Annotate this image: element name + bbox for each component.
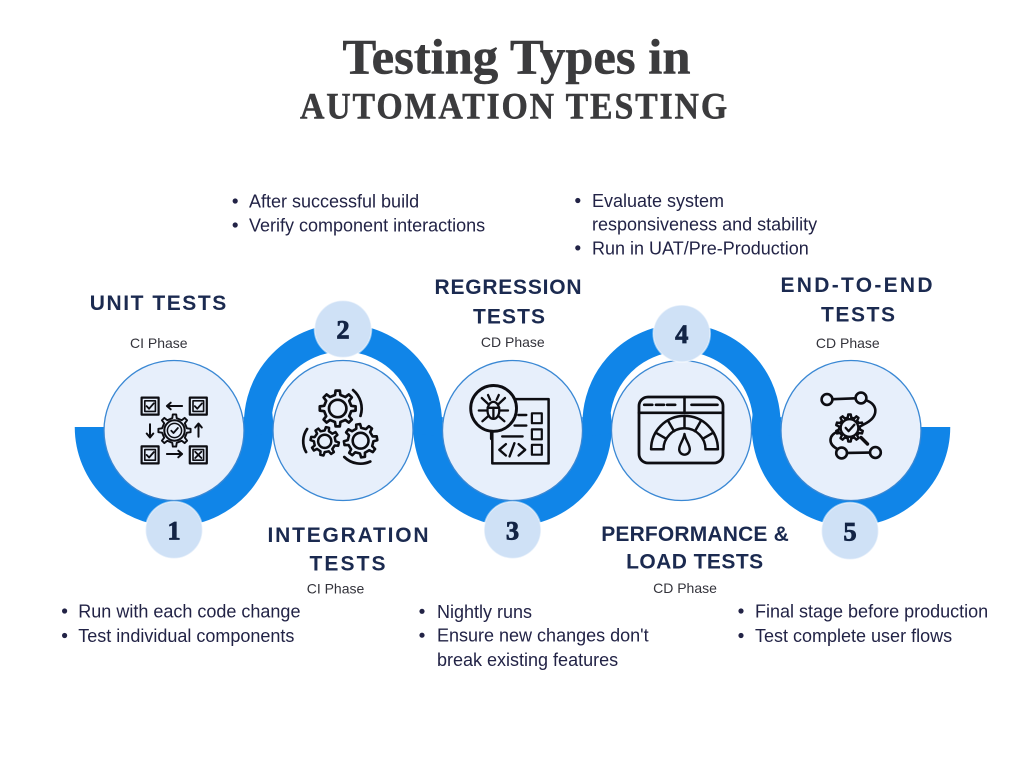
- svg-text:Ensure new changes don't: Ensure new changes don't: [437, 626, 649, 646]
- svg-text:After successful build: After successful build: [249, 192, 419, 212]
- svg-text:5: 5: [843, 517, 856, 547]
- svg-text:break existing features: break existing features: [437, 650, 618, 670]
- svg-text:Run in UAT/Pre-Production: Run in UAT/Pre-Production: [592, 238, 809, 258]
- svg-text:PERFORMANCE &: PERFORMANCE &: [601, 523, 789, 546]
- svg-text:Run with each code change: Run with each code change: [78, 602, 300, 622]
- svg-text:TESTS: TESTS: [473, 306, 545, 329]
- svg-text:Verify component interactions: Verify component interactions: [249, 216, 485, 236]
- svg-text:CI Phase: CI Phase: [307, 581, 365, 597]
- svg-text:Evaluate system: Evaluate system: [592, 191, 724, 211]
- svg-text:END-TO-END: END-TO-END: [781, 274, 933, 297]
- svg-text:Testing Types in: Testing Types in: [343, 29, 691, 85]
- svg-text:TESTS: TESTS: [310, 553, 386, 576]
- svg-text:Test complete user flows: Test complete user flows: [755, 626, 952, 646]
- svg-text:3: 3: [506, 516, 519, 546]
- svg-text:Nightly runs: Nightly runs: [437, 602, 532, 622]
- svg-text:CD Phase: CD Phase: [816, 335, 880, 351]
- svg-text:Test individual components: Test individual components: [78, 626, 294, 646]
- svg-text:4: 4: [675, 319, 688, 349]
- svg-text:CD Phase: CD Phase: [653, 580, 717, 596]
- svg-text:responsiveness and stability: responsiveness and stability: [592, 215, 817, 235]
- svg-text:CI Phase: CI Phase: [130, 335, 188, 351]
- svg-text:Final stage before production: Final stage before production: [755, 602, 988, 622]
- svg-text:1: 1: [167, 516, 180, 546]
- svg-text:2: 2: [336, 315, 349, 345]
- svg-text:AUTOMATION TESTING: AUTOMATION TESTING: [300, 86, 729, 127]
- svg-text:UNIT TESTS: UNIT TESTS: [90, 292, 227, 315]
- svg-text:LOAD TESTS: LOAD TESTS: [626, 551, 763, 574]
- svg-text:CD Phase: CD Phase: [481, 334, 545, 350]
- svg-text:INTEGRATION: INTEGRATION: [268, 524, 429, 547]
- svg-text:TESTS: TESTS: [821, 304, 895, 327]
- svg-text:REGRESSION: REGRESSION: [435, 276, 582, 299]
